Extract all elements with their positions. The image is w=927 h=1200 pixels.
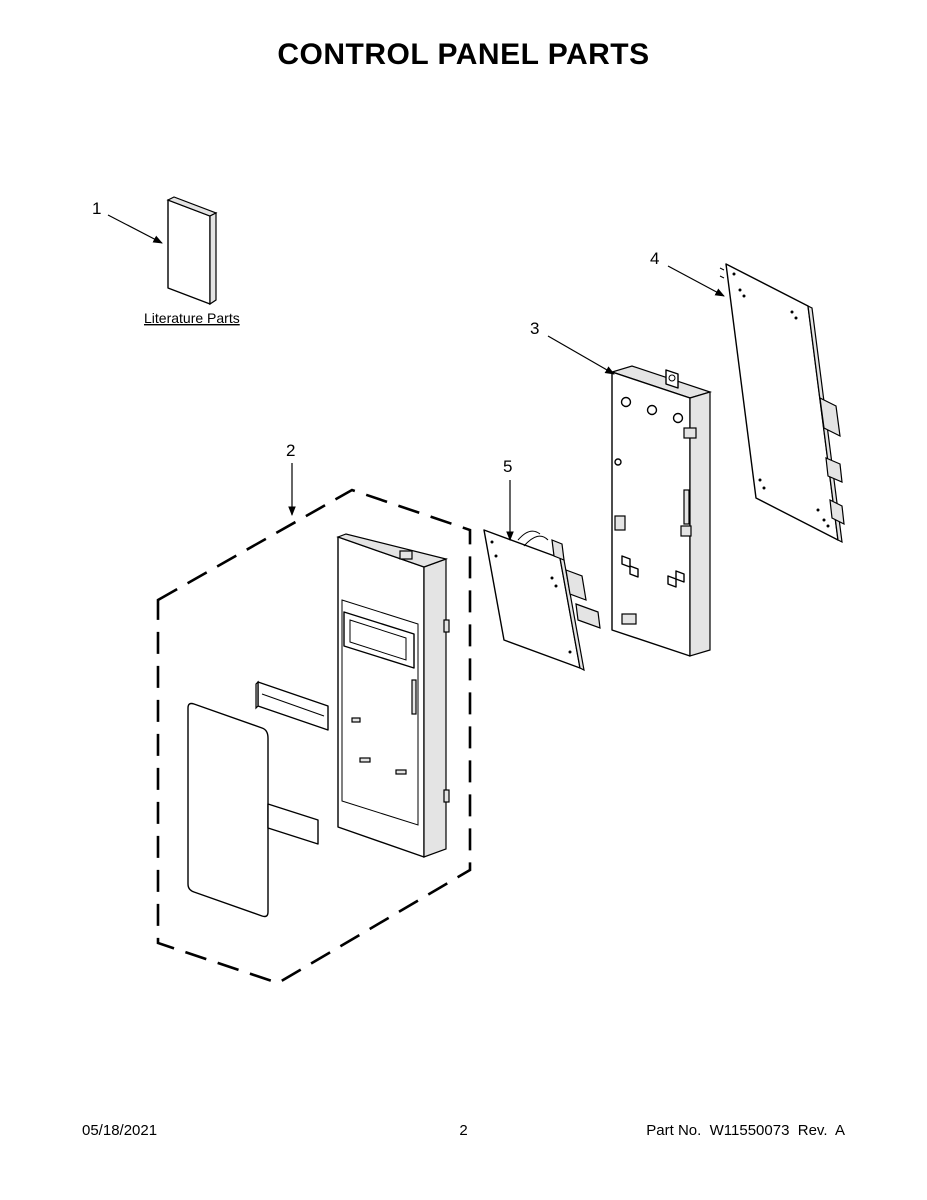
literature-parts-link[interactable]: Literature Parts bbox=[144, 310, 240, 326]
callout-1-leader bbox=[107, 214, 163, 244]
main-control-board-part[interactable] bbox=[719, 263, 845, 544]
interface-board-part[interactable] bbox=[483, 529, 601, 672]
control-panel-frame-part[interactable] bbox=[336, 533, 450, 858]
footer-part-number: Part No. W11550073 Rev. A bbox=[646, 1122, 845, 1139]
control-bracket-part[interactable] bbox=[610, 365, 712, 657]
display-lens-part[interactable] bbox=[255, 680, 329, 731]
literature-booklet-part[interactable] bbox=[166, 196, 218, 306]
callout-5-label: 5 bbox=[503, 457, 512, 476]
assembly-group-outline bbox=[156, 488, 472, 985]
footer-date: 05/18/2021 bbox=[82, 1122, 158, 1139]
label-plate-part[interactable] bbox=[267, 803, 319, 845]
page-title: CONTROL PANEL PARTS bbox=[277, 38, 650, 71]
keypad-overlay-part[interactable] bbox=[187, 702, 269, 918]
callout-1-label: 1 bbox=[92, 199, 101, 218]
footer-page-number: 2 bbox=[459, 1122, 468, 1139]
callout-3-label: 3 bbox=[530, 319, 539, 338]
callout-3-leader bbox=[547, 335, 615, 375]
callout-2-label: 2 bbox=[286, 441, 295, 460]
callout-4-label: 4 bbox=[650, 249, 659, 268]
callout-4-leader bbox=[667, 265, 725, 297]
